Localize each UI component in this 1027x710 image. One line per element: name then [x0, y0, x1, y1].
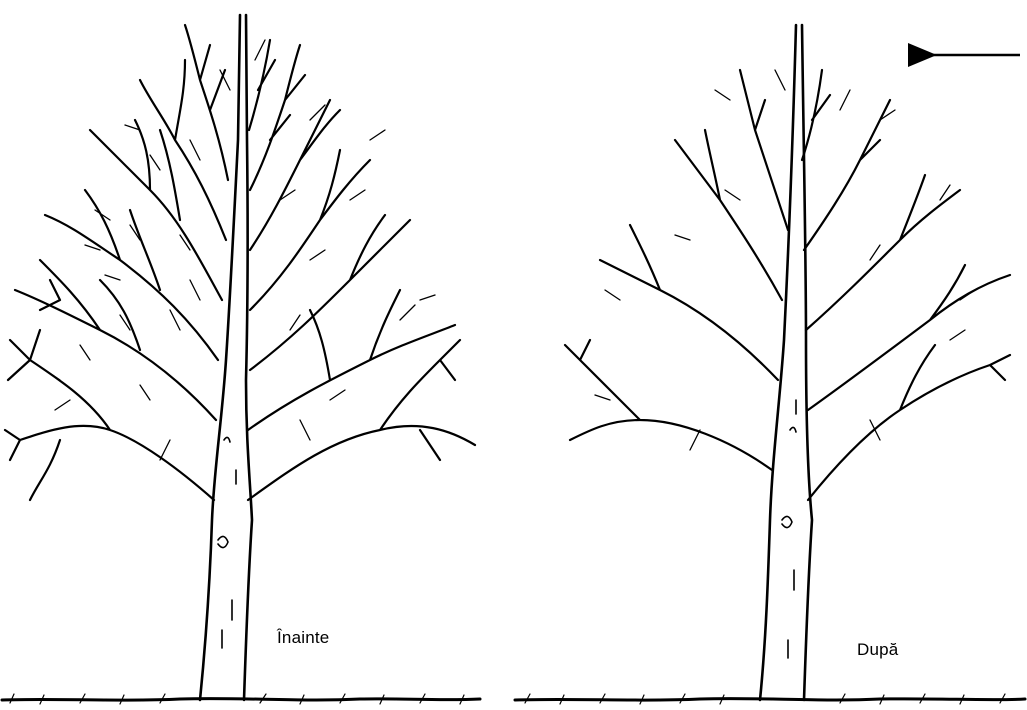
- trunk: [200, 15, 252, 700]
- tree-after-pruning: [515, 25, 1025, 704]
- label-before: Înainte: [277, 628, 329, 648]
- left-scaffold-branches: [565, 70, 788, 470]
- ground: [515, 699, 1025, 701]
- right-scaffold-branches: [248, 40, 475, 500]
- right-scaffold-branches: [802, 70, 1010, 500]
- trunk: [760, 25, 812, 700]
- label-after: După: [857, 640, 898, 660]
- ground: [2, 699, 480, 701]
- left-scaffold-branches: [5, 25, 228, 500]
- tree-before-pruning: [2, 15, 480, 704]
